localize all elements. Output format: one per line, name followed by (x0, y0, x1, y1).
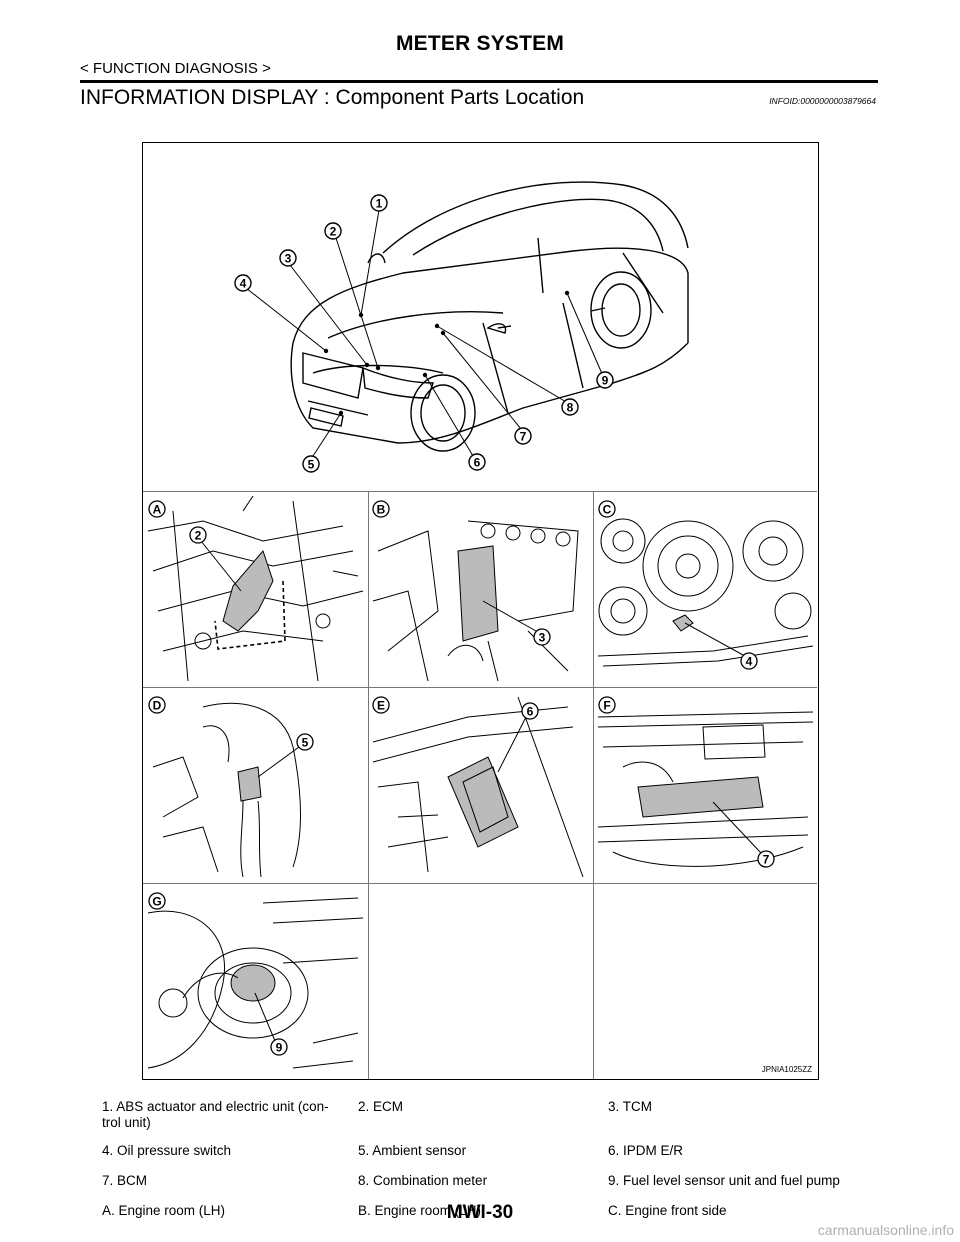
svg-text:A: A (153, 503, 162, 517)
car-callout-3: 3 (279, 249, 297, 267)
svg-text:7: 7 (520, 430, 527, 444)
svg-text:9: 9 (276, 1041, 283, 1055)
svg-text:6: 6 (474, 456, 481, 470)
detail-panel-g: G 9 (143, 883, 369, 1079)
car-callout-7: 7 (514, 427, 532, 445)
svg-text:5: 5 (308, 458, 315, 472)
legend-item: C. Engine front side (608, 1203, 727, 1218)
detail-panel-a: A 2 (143, 491, 369, 688)
legend-item: 4. Oil pressure switch (102, 1143, 232, 1158)
parts-legend: 1. ABS actuator and electric unit (con- … (102, 1099, 862, 1233)
panel-g-letter: G (148, 892, 166, 910)
svg-text:7: 7 (763, 853, 770, 867)
legend-item: 2. ECM (358, 1099, 404, 1114)
svg-text:6: 6 (527, 705, 534, 719)
panel-f-letter: F (598, 696, 616, 714)
detail-panel-e: E 6 (368, 687, 594, 884)
svg-text:3: 3 (539, 631, 546, 645)
svg-text:4: 4 (240, 277, 247, 291)
svg-text:F: F (603, 699, 610, 713)
svg-text:4: 4 (746, 655, 753, 669)
svg-text:2: 2 (330, 225, 337, 239)
svg-text:3: 3 (285, 252, 292, 266)
panel-b-callout-3: 3 (533, 628, 551, 646)
car-callout-6: 6 (468, 453, 486, 471)
panel-c-letter: C (598, 500, 616, 518)
legend-item: 5. Ambient sensor (358, 1143, 467, 1158)
legend-item: B. Engine room (LH) (358, 1203, 482, 1218)
svg-text:5: 5 (302, 736, 309, 750)
breadcrumb: < FUNCTION DIAGNOSIS > (80, 60, 271, 77)
panel-c-callout-4: 4 (740, 652, 758, 670)
legend-item: 8. Combination meter (358, 1173, 488, 1188)
detail-panel-b: B 3 (368, 491, 594, 688)
legend-row: 4. Oil pressure switch 5. Ambient sensor… (102, 1143, 862, 1165)
detail-panel-c: C 4 (593, 491, 817, 688)
legend-item: 6. IPDM E/R (608, 1143, 684, 1158)
component-location-figure: 1 2 3 4 5 6 7 (142, 142, 819, 1080)
info-id: INFOID:0000000003879664 (769, 96, 876, 106)
svg-text:D: D (153, 699, 162, 713)
legend-row: 1. ABS actuator and electric unit (con- … (102, 1099, 862, 1135)
panel-f-callout-7: 7 (757, 850, 775, 868)
section-title: INFORMATION DISPLAY : Component Parts Lo… (80, 86, 585, 109)
car-callout-4: 4 (234, 274, 252, 292)
legend-item: 7. BCM (102, 1173, 148, 1188)
car-callout-8: 8 (561, 398, 579, 416)
detail-panel-d: D 5 (143, 687, 369, 884)
header-rule (80, 80, 878, 83)
svg-text:G: G (152, 895, 161, 909)
page-number: MWI-30 (446, 1202, 514, 1223)
panel-b-letter: B (372, 500, 390, 518)
panel-e-letter: E (372, 696, 390, 714)
legend-row: A. Engine room (LH) B. Engine room (LH) … (102, 1203, 862, 1225)
legend-item: 3. TCM (608, 1099, 653, 1114)
panel-g-callout-9: 9 (270, 1038, 288, 1056)
car-drawing: 1 2 3 4 5 6 7 (234, 181, 689, 473)
legend-item: 1. ABS actuator and electric unit (con- … (102, 1099, 329, 1130)
legend-item: 9. Fuel level sensor unit and fuel pump (608, 1173, 840, 1188)
car-callout-2: 2 (324, 222, 342, 240)
svg-text:9: 9 (602, 374, 609, 388)
svg-text:1: 1 (376, 197, 383, 211)
panel-a-letter: A (148, 500, 166, 518)
legend-row: 7. BCM 8. Combination meter 9. Fuel leve… (102, 1173, 862, 1195)
panel-d-callout-5: 5 (296, 733, 314, 751)
watermark: carmanualsonline.info (817, 1222, 954, 1238)
page-title: METER SYSTEM (395, 32, 565, 55)
svg-text:8: 8 (567, 401, 574, 415)
svg-text:C: C (603, 503, 612, 517)
empty-panel-h (368, 883, 594, 1079)
panel-e-callout-6: 6 (521, 702, 539, 720)
svg-text:E: E (377, 699, 385, 713)
empty-panel-i (593, 883, 817, 1079)
detail-panel-f: F 7 (593, 687, 817, 884)
panel-a-callout-2: 2 (189, 526, 207, 544)
car-overview-illustration: 1 2 3 4 5 6 7 (143, 143, 817, 492)
legend-item: A. Engine room (LH) (102, 1203, 226, 1218)
svg-text:2: 2 (195, 529, 202, 543)
car-callout-5: 5 (302, 455, 320, 473)
svg-text:B: B (377, 503, 386, 517)
panel-d-letter: D (148, 696, 166, 714)
car-callout-9: 9 (596, 371, 614, 389)
car-callout-1: 1 (370, 194, 388, 212)
figure-code: JPNIA1025ZZ (761, 1065, 812, 1074)
